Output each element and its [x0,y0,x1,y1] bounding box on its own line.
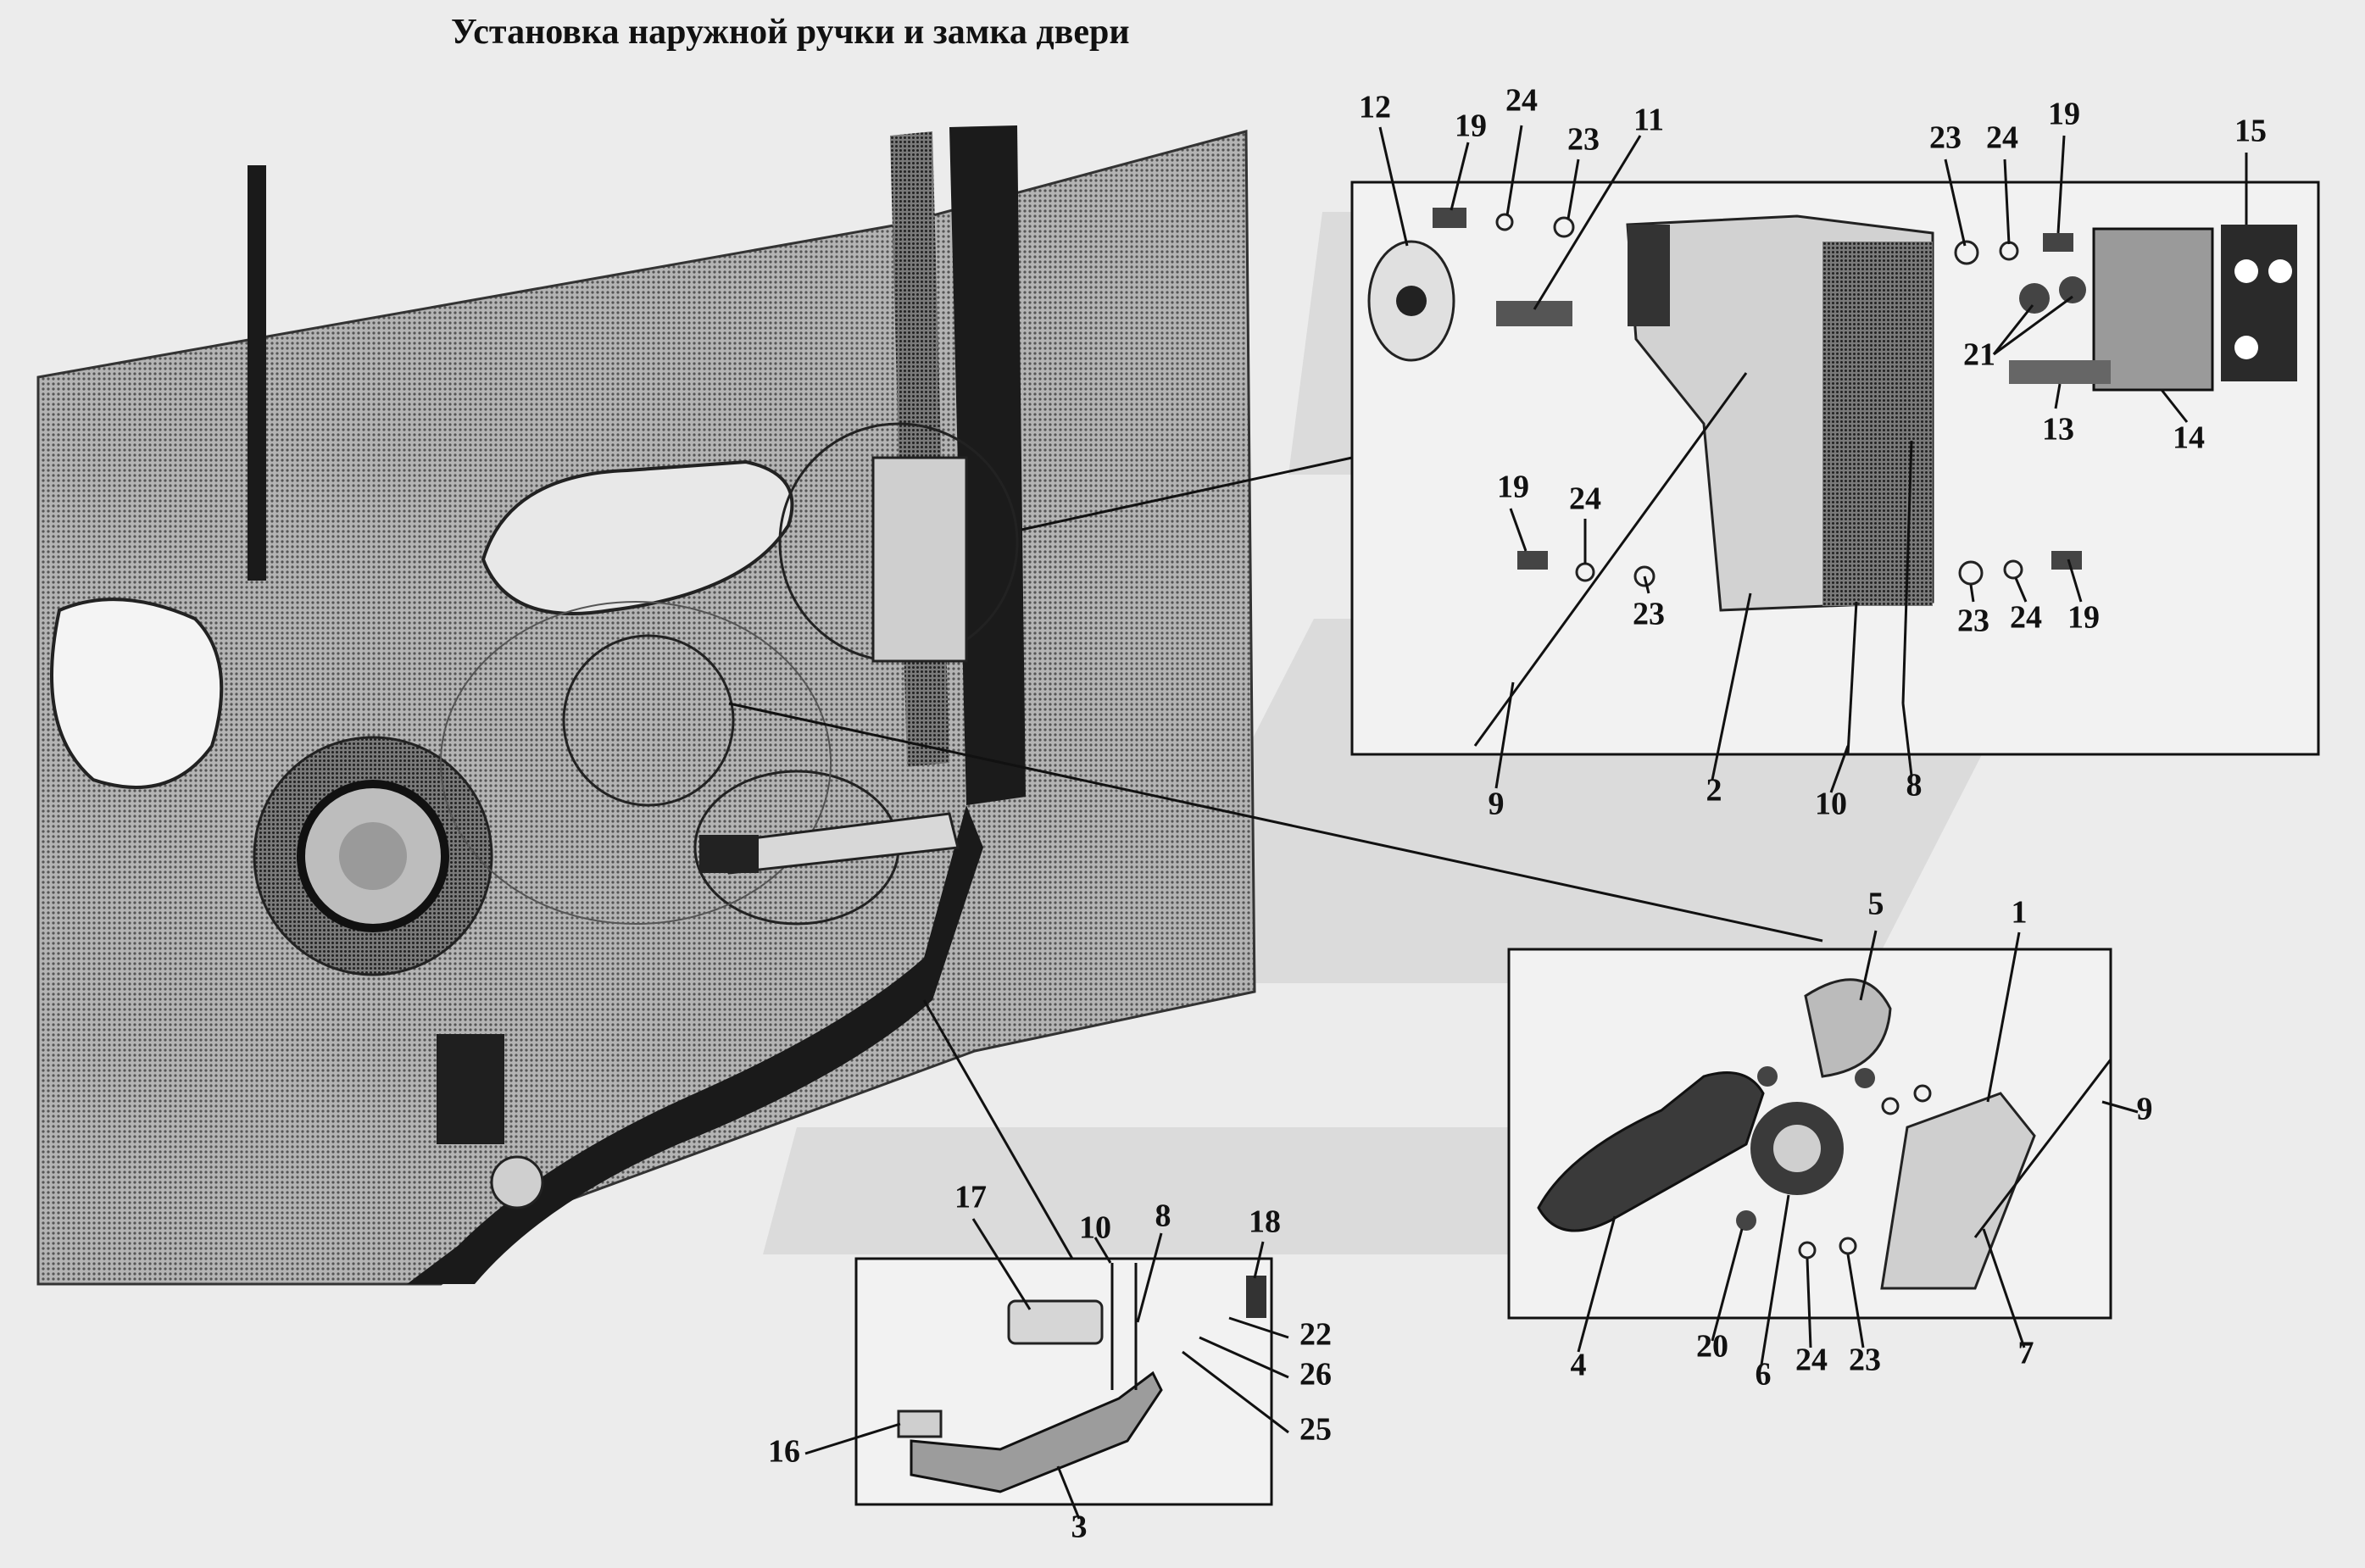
connector-lines [728,456,1823,1259]
callout-8b: 8 [1155,1198,1171,1234]
callout-2: 2 [1706,773,1722,809]
callout-9b: 9 [2137,1092,2153,1127]
panel-opening-top [481,459,794,615]
callout-18: 18 [1249,1204,1281,1240]
callout-8a: 8 [1906,768,1923,803]
callout-23a: 23 [1567,122,1600,158]
callout-19a: 19 [1455,108,1487,144]
callout-10a: 10 [1815,787,1847,822]
callout-23e: 23 [1849,1343,1881,1378]
callout-6: 6 [1756,1357,1772,1393]
door-seal [407,805,983,1284]
callout-19b: 19 [2048,97,2080,132]
outer-handle-detail [854,1257,1273,1506]
callout-24d: 24 [2010,600,2042,636]
callout-15: 15 [2234,114,2267,149]
callout-25: 25 [1299,1412,1332,1448]
callout-24b: 24 [1986,120,2018,156]
callout-13: 13 [2042,412,2074,448]
door-inner-panel [36,125,1256,1286]
vertical-rod [248,165,266,581]
callout-23b: 23 [1929,120,1962,156]
callout-21: 21 [1963,337,1995,373]
callout-12: 12 [1359,90,1391,125]
callout-20: 20 [1696,1329,1728,1365]
callout-3: 3 [1071,1510,1088,1545]
callout-11: 11 [1633,103,1664,138]
page-title: Установка наружной ручки и замка двери [451,13,1130,52]
panel-opening-left [50,598,224,789]
callout-16: 16 [768,1434,800,1470]
callout-22: 22 [1299,1317,1332,1353]
callout-23d: 23 [1957,603,1989,639]
callout-9a: 9 [1489,787,1505,822]
callout-7: 7 [2018,1336,2034,1371]
callout-10b: 10 [1079,1210,1111,1246]
callout-19c: 19 [1497,470,1529,505]
callout-4: 4 [1571,1348,1587,1383]
inner-handle-callouts: 5 1 9 4 20 6 24 23 7 [1571,887,2153,1393]
callout-24c: 24 [1569,481,1601,517]
callout-leaders [804,125,2248,1520]
callout-5: 5 [1868,887,1884,922]
callout-24e: 24 [1795,1343,1828,1378]
callout-17: 17 [954,1180,987,1215]
callout-1: 1 [2012,895,2028,931]
callout-26: 26 [1299,1357,1332,1393]
callout-24a: 24 [1505,83,1538,119]
inner-handle-detail [1507,948,2112,1320]
lock-assembly-callouts: 12 19 24 23 11 23 24 19 15 21 13 14 19 24 23 23 24 19 9 2 10… [1359,83,2267,822]
lock-assembly-detail [1350,181,2320,756]
outer-handle-callouts: 17 10 8 18 22 26 25 16 3 [768,1180,1332,1545]
callout-23c: 23 [1633,597,1665,632]
callout-19d: 19 [2067,600,2100,636]
callout-14: 14 [2173,420,2205,456]
